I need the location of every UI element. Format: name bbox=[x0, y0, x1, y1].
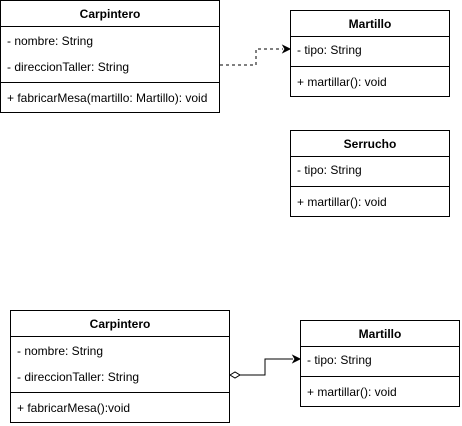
attributes-section: - nombre: String - direccionTaller: Stri… bbox=[11, 337, 229, 393]
operations-section: + martillar(): void bbox=[291, 187, 449, 217]
operations-section: + fabricarMesa(martillo: Martillo): void bbox=[1, 83, 219, 113]
attribute-tipo: - tipo: String bbox=[297, 163, 362, 177]
operation-fabricar-mesa: + fabricarMesa():void bbox=[17, 401, 131, 415]
operations-section: + martillar(): void bbox=[301, 377, 459, 407]
operations-section: + martillar(): void bbox=[291, 67, 449, 97]
operations-section: + fabricarMesa():void bbox=[11, 393, 229, 423]
attribute-tipo: - tipo: String bbox=[297, 43, 362, 57]
arrowhead-icon bbox=[281, 44, 292, 54]
attribute-direccion-taller: - direccionTaller: String bbox=[7, 60, 130, 74]
aggregation-connector[interactable] bbox=[229, 354, 302, 379]
operation-martillar: + martillar(): void bbox=[307, 385, 397, 399]
aggregation-line bbox=[240, 358, 293, 376]
attributes-section: - tipo: String bbox=[291, 37, 449, 67]
operation-fabricar-mesa: + fabricarMesa(martillo: Martillo): void bbox=[7, 91, 208, 105]
attributes-section: - tipo: String bbox=[301, 347, 459, 377]
class-name-carpintero: Carpintero bbox=[1, 1, 219, 27]
class-name-martillo: Martillo bbox=[301, 321, 459, 347]
attribute-nombre: - nombre: String bbox=[17, 344, 104, 358]
aggregation-diamond-icon bbox=[229, 371, 241, 379]
attributes-section: - nombre: String - direccionTaller: Stri… bbox=[1, 27, 219, 83]
dependency-line bbox=[220, 48, 283, 66]
dependency-connector[interactable] bbox=[220, 44, 292, 66]
attributes-section: - tipo: String bbox=[291, 157, 449, 187]
class-martillo-top[interactable]: Martillo - tipo: String + martillar(): v… bbox=[290, 10, 450, 97]
operation-martillar: + martillar(): void bbox=[297, 195, 387, 209]
operation-martillar: + martillar(): void bbox=[297, 75, 387, 89]
class-martillo-bottom[interactable]: Martillo - tipo: String + martillar(): v… bbox=[300, 320, 460, 407]
attribute-direccion-taller: - direccionTaller: String bbox=[17, 370, 140, 384]
class-name-martillo: Martillo bbox=[291, 11, 449, 37]
arrowhead-icon bbox=[291, 354, 302, 364]
class-serrucho[interactable]: Serrucho - tipo: String + martillar(): v… bbox=[290, 130, 450, 217]
attribute-nombre: - nombre: String bbox=[7, 34, 94, 48]
class-name-carpintero: Carpintero bbox=[11, 311, 229, 337]
class-carpintero-bottom[interactable]: Carpintero - nombre: String - direccionT… bbox=[10, 310, 230, 423]
class-name-serrucho: Serrucho bbox=[291, 131, 449, 157]
class-carpintero-top[interactable]: Carpintero - nombre: String - direccionT… bbox=[0, 0, 220, 113]
attribute-tipo: - tipo: String bbox=[307, 353, 372, 367]
